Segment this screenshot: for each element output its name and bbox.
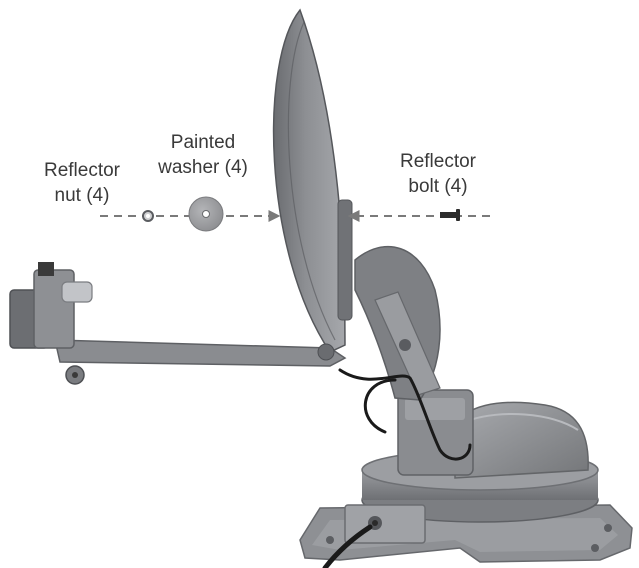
painted-washer-label-line1: Painted: [170, 132, 236, 153]
reflector-nut-label-line1: Reflector: [43, 160, 121, 181]
reflector-nut-label: Reflector nut (4): [22, 158, 142, 208]
reflector-dish: [272, 8, 353, 353]
reflector-nut-label-line2: nut (4): [54, 185, 110, 206]
support-arm: [354, 245, 441, 401]
signal-cable-loop: [363, 378, 397, 434]
dome-housing: [454, 401, 589, 479]
elevation-mount: [397, 389, 474, 476]
reflector-bolt-label-line2: bolt (4): [408, 176, 468, 197]
reflector-bolt-part: [440, 209, 460, 221]
reflector-bolt-label-line1: Reflector: [399, 151, 477, 172]
painted-washer-part: [188, 196, 224, 232]
power-cable: [322, 524, 373, 568]
signal-cable: [338, 368, 472, 461]
connector-box: [344, 504, 426, 544]
reflector-nut-part: [142, 210, 154, 222]
reflector-bolt-label: Reflector bolt (4): [378, 149, 498, 199]
painted-washer-label: Painted washer (4): [138, 130, 268, 180]
painted-washer-label-line2: washer (4): [158, 157, 248, 178]
feed-arm: [54, 339, 347, 367]
lnb-assembly: [9, 262, 93, 385]
